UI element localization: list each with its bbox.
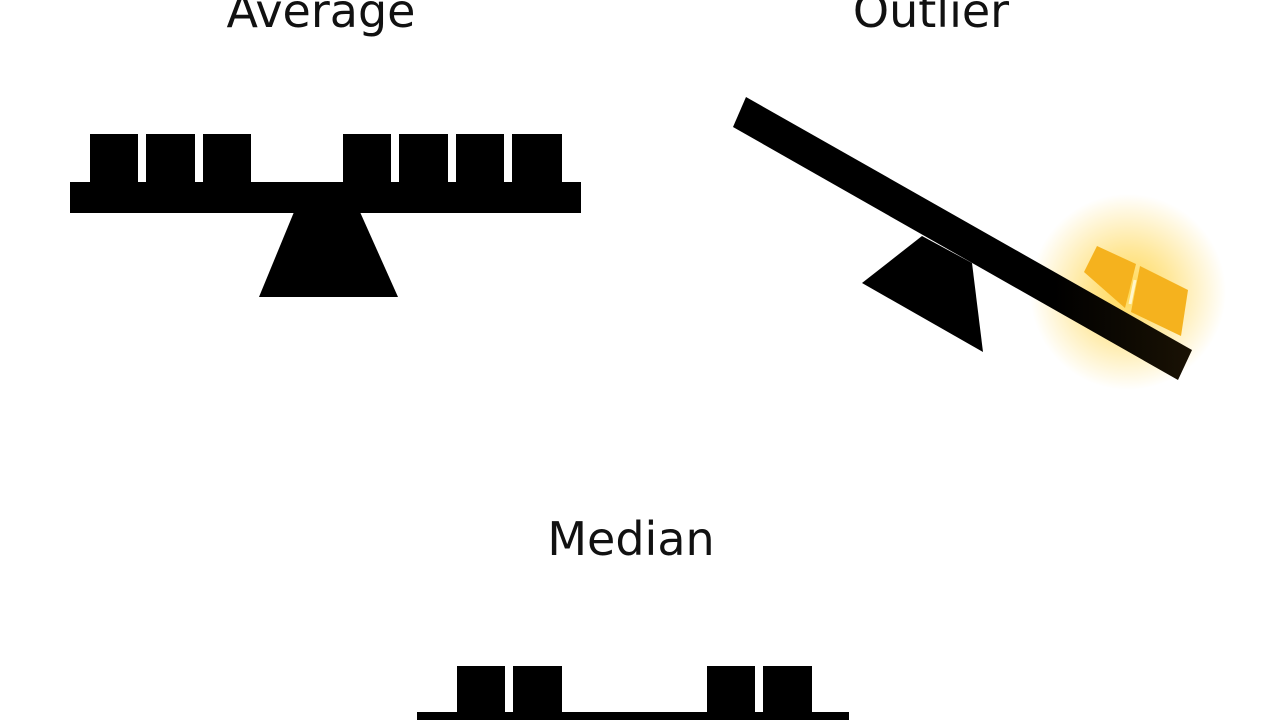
median-block — [513, 666, 562, 716]
outlier-seesaw — [733, 97, 1226, 390]
outlier-block — [1131, 266, 1188, 336]
outlier-block-gap — [1128, 279, 1137, 305]
median-block — [707, 666, 755, 716]
average-block — [343, 134, 391, 186]
average-fulcrum — [259, 212, 398, 297]
median-seesaw — [417, 666, 849, 720]
average-plank — [70, 182, 581, 213]
average-seesaw — [70, 134, 581, 297]
outlier-label: Outlier — [852, 0, 1010, 38]
median-plank — [417, 712, 849, 720]
average-block — [146, 134, 195, 186]
average-block — [399, 134, 448, 186]
outlier-highlighted-blocks — [1084, 246, 1188, 336]
average-block — [456, 134, 504, 186]
outlier-plank — [733, 97, 1192, 380]
outlier-block — [1084, 246, 1136, 308]
average-block — [512, 134, 562, 186]
average-weight-blocks — [90, 134, 562, 186]
median-label: Median — [547, 512, 715, 566]
average-block — [90, 134, 138, 186]
outlier-fulcrum — [862, 236, 983, 352]
median-block — [457, 666, 505, 716]
median-weight-blocks — [457, 666, 812, 716]
average-block — [203, 134, 251, 186]
median-block — [763, 666, 812, 716]
average-label: Average — [226, 0, 416, 38]
